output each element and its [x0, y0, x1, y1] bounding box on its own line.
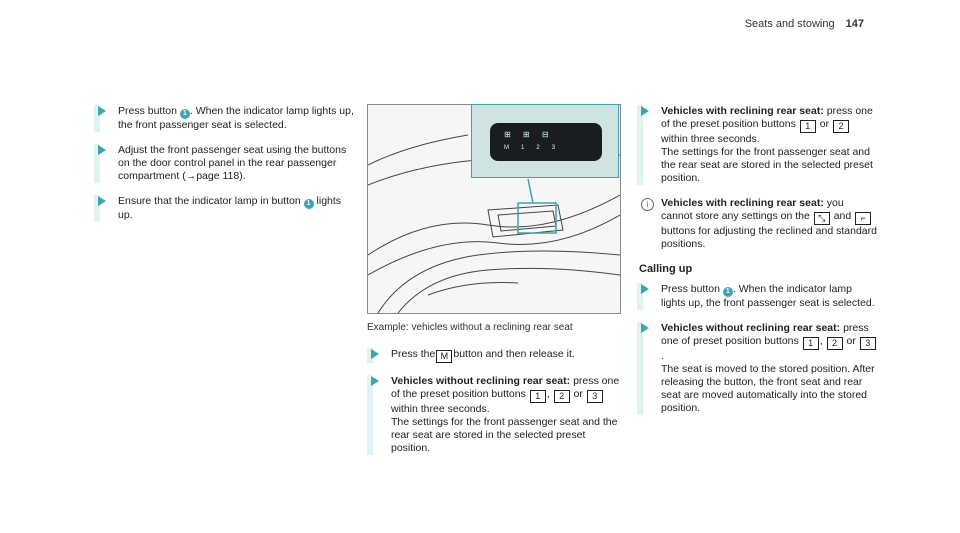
step-right-1: Vehicles with reclining rear seat: press… — [637, 105, 877, 185]
step-arrow-icon — [371, 349, 379, 359]
step-arrow-icon — [98, 106, 106, 116]
memory-button-1: 1 — [521, 145, 537, 151]
memory-button-m: M — [504, 145, 521, 151]
step-arrow-icon — [98, 196, 106, 206]
right-column: Vehicles with reclining rear seat: press… — [637, 105, 877, 427]
page-ref-arrow-icon: → — [185, 170, 197, 182]
key-1-icon: 1 — [799, 120, 816, 133]
step-mid-2: Vehicles without reclining rear seat: pr… — [367, 375, 627, 455]
key-1-icon: 1 — [802, 337, 819, 350]
key-1-icon: 1 — [529, 390, 546, 403]
memory-button-3: 3 — [551, 145, 568, 151]
key-2-icon: 2 — [826, 337, 843, 350]
step-arrow-icon — [371, 376, 379, 386]
recline-key-icon: ⤡ — [813, 212, 830, 225]
calling-up-heading: Calling up — [639, 263, 693, 275]
key-3-icon: 3 — [586, 390, 603, 403]
figure-caption: Example: vehicles without a reclining re… — [367, 322, 573, 333]
step-arrow-icon — [641, 106, 649, 116]
memory-button-2: 2 — [536, 145, 552, 151]
info-icon: i — [641, 198, 654, 211]
upright-key-icon: ⌐ — [855, 212, 872, 225]
control-panel-inset: ⊞ ⊞ ⊟ M123 — [471, 104, 619, 178]
page-header: Seats and stowing 147 — [745, 18, 864, 30]
step-left-1: Press button 1. When the indicator lamp … — [94, 105, 354, 132]
middle-column: Example: vehicles without a reclining re… — [367, 322, 627, 467]
step-arrow-icon — [98, 145, 106, 155]
seat-memory-panel: ⊞ ⊞ ⊟ M123 — [490, 123, 602, 161]
highlight-box — [517, 202, 557, 234]
button-1-badge: 1 — [303, 199, 314, 209]
button-1-badge: 1 — [179, 109, 190, 119]
key-3-icon: 3 — [859, 337, 876, 350]
left-column: Press button 1. When the indicator lamp … — [94, 105, 354, 234]
info-note: i Vehicles with reclining rear seat: you… — [637, 197, 877, 251]
seat-icons: ⊞ ⊞ ⊟ — [504, 130, 554, 139]
key-2-icon: 2 — [553, 390, 570, 403]
section-title: Seats and stowing — [744, 18, 835, 30]
step-left-2: Adjust the front passenger seat using th… — [94, 144, 354, 183]
key-2-icon: 2 — [832, 120, 849, 133]
m-key-icon: M — [436, 350, 453, 363]
step-right-2: Press button 1. When the indicator lamp … — [637, 283, 877, 310]
step-arrow-icon — [641, 323, 649, 333]
page-number: 147 — [845, 18, 864, 30]
step-arrow-icon — [641, 284, 649, 294]
step-right-3: Vehicles without reclining rear seat: pr… — [637, 322, 877, 415]
button-1-badge: 1 — [722, 287, 733, 297]
step-left-3: Ensure that the indicator lamp in button… — [94, 195, 354, 222]
